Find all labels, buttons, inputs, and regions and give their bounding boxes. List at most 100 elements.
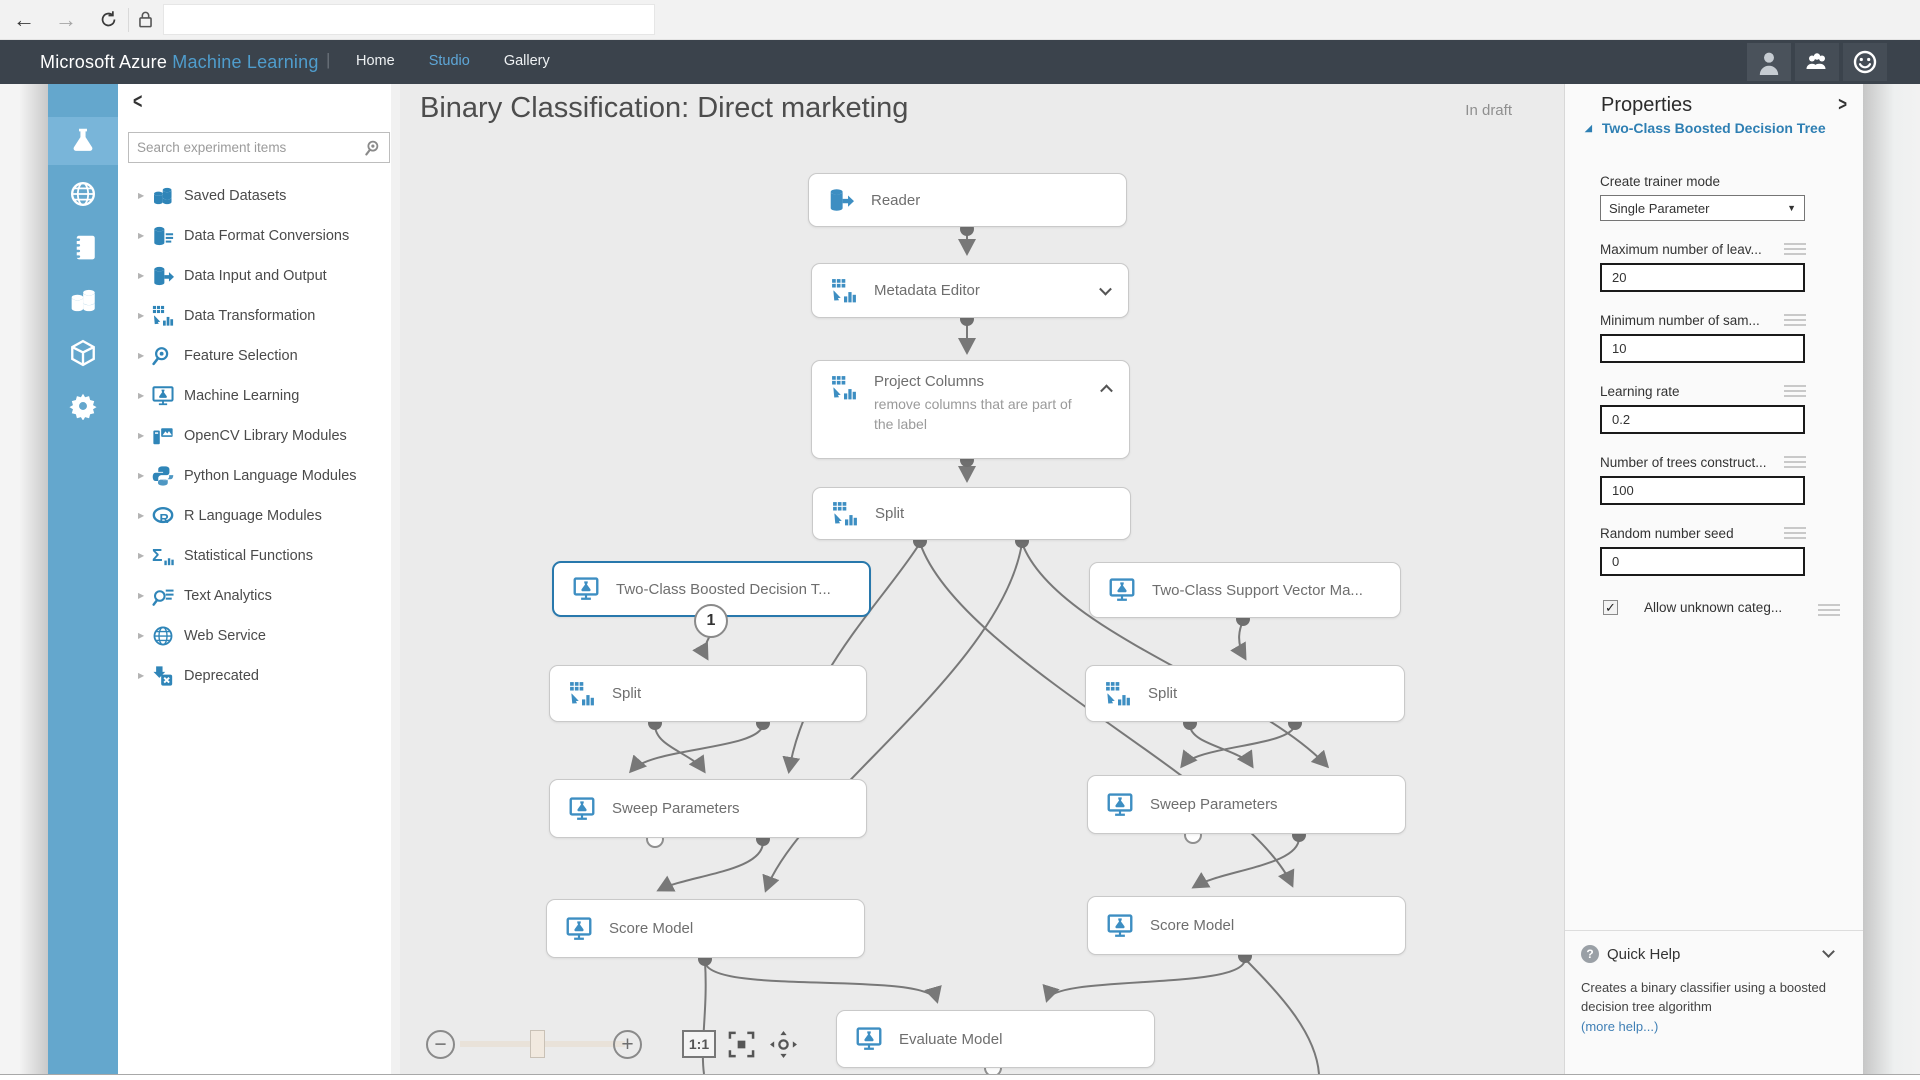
node-sweep-parameters-right[interactable]: Sweep Parameters bbox=[1087, 775, 1406, 834]
sidebar-item-text-analytics[interactable]: ▶ Text Analytics bbox=[118, 576, 390, 616]
max-leaves-input[interactable] bbox=[1600, 263, 1805, 292]
rail-experiments-flask-icon[interactable] bbox=[48, 117, 118, 165]
node-label: Metadata Editor bbox=[874, 282, 980, 299]
sidebar-item-deprecated[interactable]: ▶ Deprecated bbox=[118, 656, 390, 696]
zoom-in-button[interactable]: + bbox=[613, 1030, 642, 1059]
nav-home[interactable]: Home bbox=[356, 53, 395, 69]
node-metadata-editor[interactable]: Metadata Editor bbox=[811, 263, 1129, 318]
properties-scrollbar[interactable] bbox=[1863, 84, 1920, 1074]
category-label: Feature Selection bbox=[184, 348, 298, 364]
allow-unknown-checkbox[interactable]: ✓ bbox=[1603, 600, 1618, 615]
node-label: Two-Class Boosted Decision T... bbox=[616, 580, 831, 598]
expand-triangle-icon[interactable]: ▶ bbox=[138, 591, 145, 600]
node-sweep-parameters-left[interactable]: Sweep Parameters bbox=[549, 779, 867, 838]
rail-web-services-globe-icon[interactable] bbox=[48, 170, 118, 218]
expand-triangle-icon[interactable]: ▶ bbox=[138, 231, 145, 240]
search-input[interactable] bbox=[129, 133, 361, 162]
sidebar-item-data-input-output[interactable]: ▶ Data Input and Output bbox=[118, 256, 390, 296]
node-split-right[interactable]: Split bbox=[1085, 665, 1405, 722]
fit-to-screen-icon[interactable] bbox=[728, 1031, 755, 1063]
brand-logo[interactable]: Microsoft Azure Machine Learning bbox=[40, 52, 319, 73]
min-samples-input[interactable] bbox=[1600, 334, 1805, 363]
expand-triangle-icon[interactable]: ▶ bbox=[138, 311, 145, 320]
sidebar-scrollbar[interactable] bbox=[391, 84, 400, 1074]
r-language-icon bbox=[152, 505, 174, 527]
sidebar-item-data-format-conversions[interactable]: ▶ Data Format Conversions bbox=[118, 216, 390, 256]
status-badge: In draft bbox=[1465, 102, 1512, 119]
experiment-canvas[interactable]: Binary Classification: Direct marketing … bbox=[400, 84, 1565, 1074]
browser-chrome: ← → bbox=[0, 0, 1920, 40]
browser-refresh-icon[interactable] bbox=[94, 6, 122, 34]
node-project-columns[interactable]: Project Columns remove columns that are … bbox=[811, 360, 1130, 459]
browser-back-icon[interactable]: ← bbox=[13, 7, 35, 32]
rail-trained-models-cube-icon[interactable] bbox=[48, 329, 118, 377]
node-score-model-left[interactable]: Score Model bbox=[546, 899, 865, 958]
zoom-out-button[interactable]: − bbox=[426, 1030, 455, 1059]
node-score-model-right[interactable]: Score Model bbox=[1087, 896, 1406, 955]
chevron-up-icon[interactable] bbox=[1100, 384, 1113, 398]
node-split-top[interactable]: Split bbox=[812, 487, 1131, 540]
sidebar-item-python[interactable]: ▶ Python Language Modules bbox=[118, 456, 390, 496]
sidebar-item-saved-datasets[interactable]: ▶ Saved Datasets bbox=[118, 176, 390, 216]
expand-triangle-icon[interactable]: ▶ bbox=[138, 471, 145, 480]
collapse-sidebar-icon[interactable]: < bbox=[133, 90, 143, 115]
sidebar-item-feature-selection[interactable]: ▶ Feature Selection bbox=[118, 336, 390, 376]
random-seed-input[interactable] bbox=[1600, 547, 1805, 576]
nav-studio[interactable]: Studio bbox=[428, 53, 470, 69]
sidebar-item-web-service[interactable]: ▶ Web Service bbox=[118, 616, 390, 656]
expand-triangle-icon[interactable]: ▶ bbox=[138, 191, 145, 200]
search-icon[interactable] bbox=[365, 139, 383, 162]
group-collapse-triangle-icon[interactable]: ◢ bbox=[1585, 123, 1592, 133]
nav-gallery[interactable]: Gallery bbox=[503, 53, 550, 69]
collapse-properties-icon[interactable]: > bbox=[1838, 93, 1847, 116]
deprecated-icon bbox=[152, 665, 174, 687]
expand-triangle-icon[interactable]: ▶ bbox=[138, 351, 145, 360]
address-bar[interactable] bbox=[163, 4, 655, 35]
expand-triangle-icon[interactable]: ▶ bbox=[138, 391, 145, 400]
expand-triangle-icon[interactable]: ▶ bbox=[138, 431, 145, 440]
node-evaluate-model[interactable]: Evaluate Model bbox=[836, 1010, 1155, 1068]
parameter-menu-icon[interactable] bbox=[1784, 243, 1806, 258]
people-icon[interactable] bbox=[1795, 43, 1839, 81]
rail-settings-gear-icon[interactable] bbox=[48, 382, 118, 430]
ml-monitor-icon bbox=[1105, 913, 1137, 939]
sidebar-item-statistical-functions[interactable]: ▶ Statistical Functions bbox=[118, 536, 390, 576]
port-badge[interactable]: 1 bbox=[694, 604, 728, 638]
zoom-slider-handle[interactable] bbox=[530, 1030, 545, 1058]
chevron-down-icon[interactable] bbox=[1822, 945, 1835, 958]
sidebar-item-opencv[interactable]: ▶ OpenCV Library Modules bbox=[118, 416, 390, 456]
sidebar-item-data-transformation[interactable]: ▶ Data Transformation bbox=[118, 296, 390, 336]
parameter-menu-icon[interactable] bbox=[1784, 527, 1806, 542]
bottom-edge bbox=[0, 1074, 1920, 1080]
expand-triangle-icon[interactable]: ▶ bbox=[138, 271, 145, 280]
learning-rate-input[interactable] bbox=[1600, 405, 1805, 434]
expand-triangle-icon[interactable]: ▶ bbox=[138, 511, 145, 520]
text-analytics-icon bbox=[152, 585, 174, 607]
parameter-menu-icon[interactable] bbox=[1784, 456, 1806, 471]
parameter-menu-icon[interactable] bbox=[1784, 385, 1806, 400]
actual-size-button[interactable]: 1:1 bbox=[682, 1030, 716, 1058]
node-two-class-support-vector-machine[interactable]: Two-Class Support Vector Ma... bbox=[1089, 562, 1401, 618]
more-help-link[interactable]: (more help...) bbox=[1581, 1018, 1659, 1034]
rail-datasets-cylinders-icon[interactable] bbox=[48, 276, 118, 324]
sidebar-item-machine-learning[interactable]: ▶ Machine Learning bbox=[118, 376, 390, 416]
trainer-mode-select[interactable]: Single Parameter ▼ bbox=[1600, 195, 1805, 221]
browser-forward-icon[interactable]: → bbox=[55, 7, 77, 32]
parameter-menu-icon[interactable] bbox=[1818, 604, 1840, 619]
node-reader[interactable]: Reader bbox=[808, 173, 1127, 227]
module-group-header[interactable]: ◢ Two-Class Boosted Decision Tree bbox=[1585, 120, 1841, 136]
num-trees-input[interactable] bbox=[1600, 476, 1805, 505]
chevron-down-icon[interactable] bbox=[1099, 282, 1112, 296]
category-label: Data Input and Output bbox=[184, 268, 327, 284]
expand-triangle-icon[interactable]: ▶ bbox=[138, 671, 145, 680]
node-label: Evaluate Model bbox=[899, 1030, 1003, 1048]
sidebar-item-r-language[interactable]: ▶ R Language Modules bbox=[118, 496, 390, 536]
expand-triangle-icon[interactable]: ▶ bbox=[138, 631, 145, 640]
expand-triangle-icon[interactable]: ▶ bbox=[138, 551, 145, 560]
pan-navigator-icon[interactable] bbox=[769, 1030, 798, 1064]
avatar[interactable] bbox=[1747, 43, 1791, 81]
rail-notebooks-journal-icon[interactable] bbox=[48, 223, 118, 271]
parameter-menu-icon[interactable] bbox=[1784, 314, 1806, 329]
feedback-smiley-icon[interactable] bbox=[1843, 43, 1887, 81]
node-split-left[interactable]: Split bbox=[549, 665, 867, 722]
